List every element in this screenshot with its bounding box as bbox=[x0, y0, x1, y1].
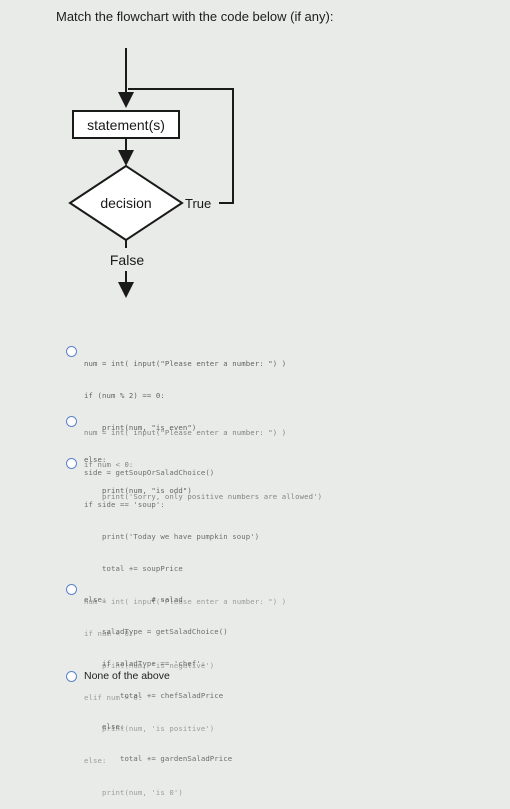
code-line: print(num, "is even") bbox=[84, 422, 197, 432]
option-1-radio[interactable] bbox=[66, 346, 77, 357]
option-2-code: num = int( input("Please enter a number:… bbox=[84, 407, 322, 513]
code-line: print(num, "is odd") bbox=[84, 486, 192, 496]
flowchart: statement(s) decision True False bbox=[68, 48, 234, 298]
option-3-radio[interactable] bbox=[66, 458, 77, 469]
code-line: num = int( input("Please enter a number:… bbox=[84, 428, 287, 438]
code-line: total += soupPrice bbox=[84, 563, 183, 573]
true-loop-line bbox=[128, 88, 234, 204]
code-line: print('Today we have pumpkin soup') bbox=[84, 531, 260, 541]
code-line: else: bbox=[84, 756, 107, 766]
statement-label: statement(s) bbox=[87, 117, 165, 133]
true-label: True bbox=[185, 196, 211, 211]
none-of-the-above-label: None of the above bbox=[84, 670, 170, 682]
decision-label: decision bbox=[100, 195, 151, 211]
code-line: elif num > 0: bbox=[84, 692, 143, 702]
code-line: saladType = getSaladChoice() bbox=[84, 627, 228, 637]
code-line: if side == 'soup': bbox=[84, 499, 165, 509]
code-line: print('Sorry, only positive numbers are … bbox=[84, 491, 323, 501]
false-label: False bbox=[110, 252, 144, 268]
code-line: print(num, 'is positive') bbox=[84, 724, 215, 734]
option-4-radio[interactable] bbox=[66, 584, 77, 595]
code-line: if num < 0: bbox=[84, 628, 134, 638]
option-5-radio[interactable] bbox=[66, 671, 77, 682]
option-2-radio[interactable] bbox=[66, 416, 77, 427]
statement-box bbox=[72, 110, 180, 139]
code-line: if (num % 2) == 0: bbox=[84, 390, 165, 400]
question-text: Match the flowchart with the code below … bbox=[56, 9, 334, 24]
code-line: total += chefSaladPrice bbox=[84, 690, 224, 700]
code-line: print(num, 'is 0') bbox=[84, 787, 183, 797]
code-line: if saladType == 'chef': bbox=[84, 658, 206, 668]
code-line: side = getSoupOrSaladChoice() bbox=[84, 468, 215, 478]
option-4-code: num = int( input("Please enter a number:… bbox=[84, 576, 286, 809]
code-line: else: # salad bbox=[84, 595, 183, 605]
code-line: num = int( input("Please enter a number:… bbox=[84, 359, 287, 369]
code-line: if num < 0: bbox=[84, 459, 134, 469]
option-1-code: num = int( input("Please enter a number:… bbox=[84, 338, 286, 508]
code-line: print(num, 'is negative') bbox=[84, 660, 215, 670]
code-line: num = int( input("Please enter a number:… bbox=[84, 597, 287, 607]
code-line: else: bbox=[84, 454, 107, 464]
